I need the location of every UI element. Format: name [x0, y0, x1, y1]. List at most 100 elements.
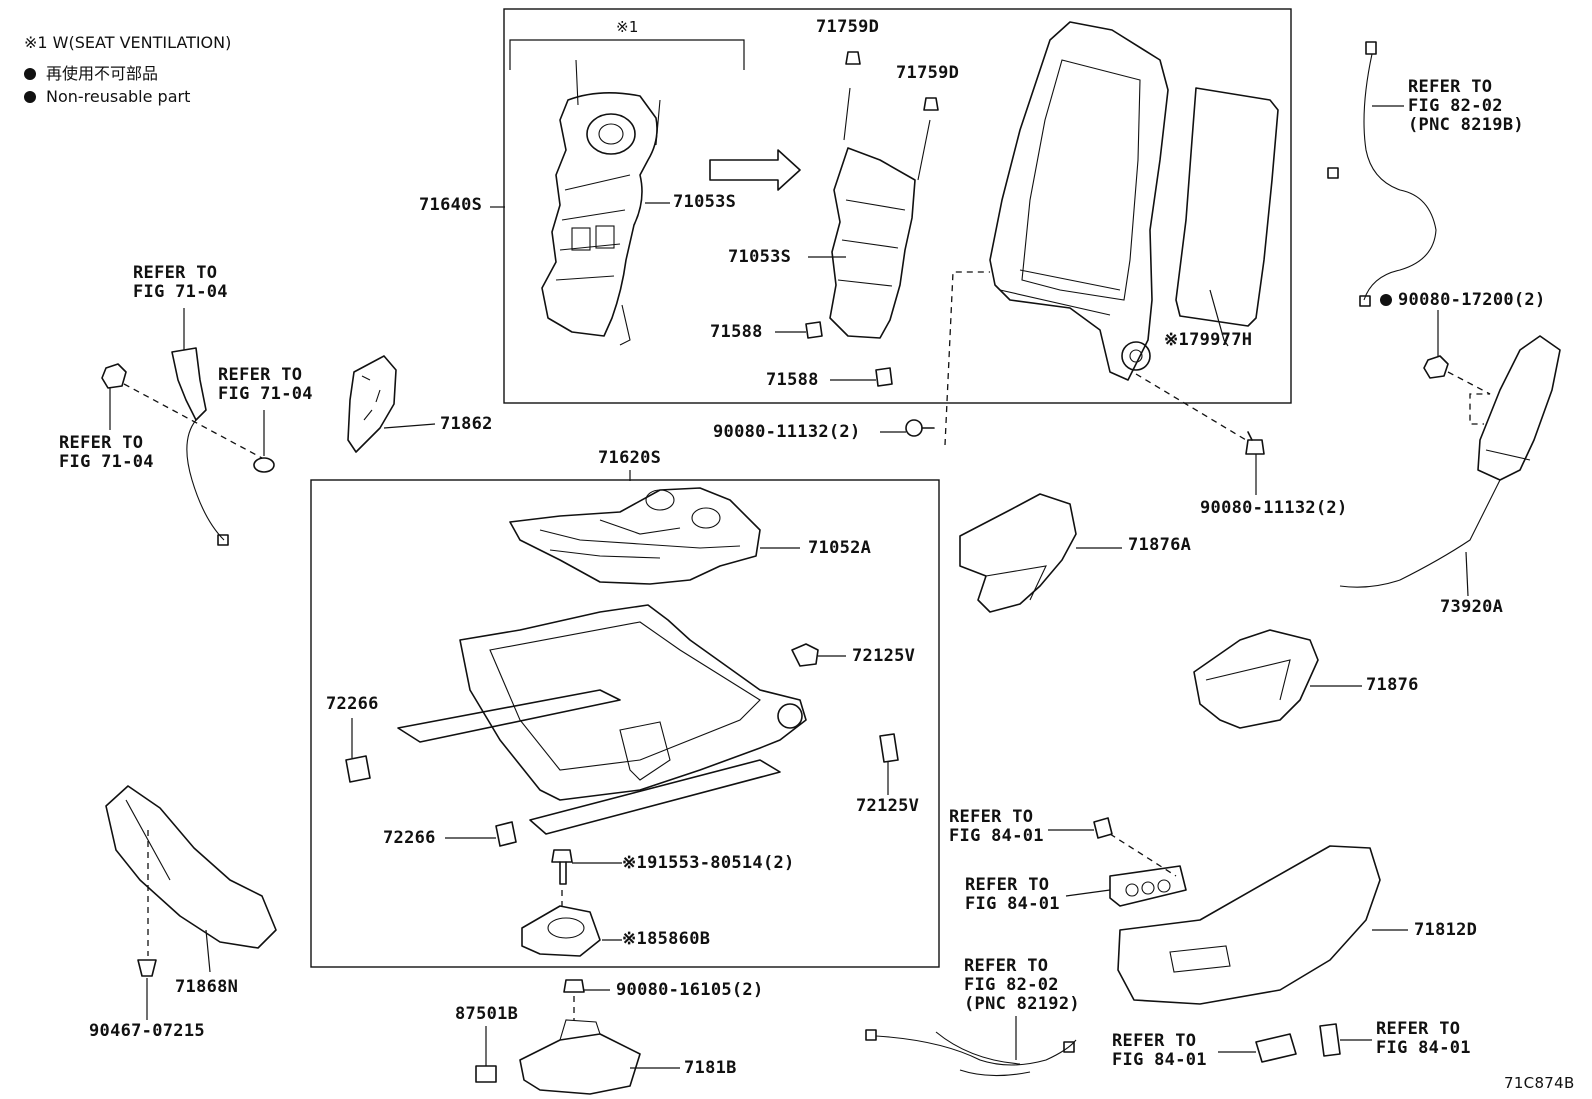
part-71812D-shield	[1117, 845, 1381, 1005]
part-79977H-pad	[1175, 87, 1279, 327]
part-harness-8219B	[1327, 41, 1437, 307]
nut-90080-17200	[1423, 355, 1449, 379]
ref-line: FIG 84-01	[949, 826, 1044, 846]
ref-line: FIG 82-02	[1408, 96, 1503, 116]
ref-line: REFER TO	[949, 807, 1034, 827]
label-79977H: ※179977H	[1164, 330, 1253, 350]
ref-fig-84-01-d: REFER TO FIG 84-01	[1376, 1020, 1471, 1058]
ref-line: REFER TO	[1408, 77, 1493, 97]
leader-71868N	[205, 929, 211, 973]
part-71876-cover	[1193, 629, 1319, 729]
part-73920A-airbag	[1339, 335, 1561, 588]
bolt-90080-11132-b	[1245, 431, 1265, 455]
ref-line: (PNC 82192)	[964, 994, 1080, 1014]
label-73920A: 73920A	[1440, 597, 1504, 617]
label-90080-11132-a: 90080-11132(2)	[713, 422, 861, 442]
part-71053S-ventilation-panel	[541, 59, 661, 346]
legend-note1: ※1 W(SEAT VENTILATION)	[24, 33, 232, 52]
clip-71588-b	[875, 367, 893, 387]
clip-71759D-a	[845, 51, 861, 65]
ref-fig-82-02-top: REFER TO FIG 82-02 (PNC 8219B)	[1408, 78, 1524, 135]
nut-left	[101, 363, 127, 389]
label-91553: ※191553-80514(2)	[622, 853, 795, 873]
ref-line: REFER TO	[1376, 1019, 1461, 1039]
part-71876A-cover	[959, 493, 1077, 613]
part-71053S-panel-b	[829, 87, 931, 339]
ref-line: REFER TO	[133, 263, 218, 283]
seatback-group-box	[503, 8, 1292, 404]
legend-nonreusable: Non-reusable part	[24, 87, 190, 106]
label-71620S: 71620S	[598, 448, 662, 468]
label-90080-17200: 90080-17200(2)	[1398, 290, 1546, 310]
ref-fig-71-04-left: REFER TO FIG 71-04	[59, 434, 154, 472]
ref-line: REFER TO	[59, 433, 144, 453]
label-90080-16105: 90080-16105(2)	[616, 980, 764, 1000]
ref-line: REFER TO	[218, 365, 303, 385]
label-72266-b: 72266	[383, 828, 436, 848]
dash-left	[123, 383, 263, 459]
label-71053S-a: 71053S	[673, 192, 737, 212]
ref-line: REFER TO	[965, 875, 1050, 895]
label-85860B: ※185860B	[622, 929, 711, 949]
dash-bolt-b	[1135, 373, 1247, 441]
label-7181B: 7181B	[684, 1058, 737, 1078]
part-belt-buckle-harness	[171, 347, 229, 546]
label-note1-bracket: ※1	[616, 18, 639, 36]
label-71588-a: 71588	[710, 322, 763, 342]
ref-line: FIG 84-01	[1112, 1050, 1207, 1070]
label-71876A: 71876A	[1128, 535, 1192, 555]
part-85860B-motor	[521, 905, 601, 957]
clip-72125V-b	[879, 733, 899, 763]
ref-fig-84-01-c: REFER TO FIG 84-01	[1112, 1032, 1207, 1070]
ref-fig-82-02-bot: REFER TO FIG 82-02 (PNC 82192)	[964, 957, 1080, 1014]
clip-71759D-b	[923, 97, 939, 111]
nonreusable-mark-90080-17200	[1380, 294, 1392, 306]
bolt-90080-11132-a	[905, 419, 935, 437]
ref-line: REFER TO	[1112, 1031, 1197, 1051]
label-71640S: 71640S	[419, 195, 483, 215]
label-71876: 71876	[1366, 675, 1419, 695]
bolt-91553	[551, 849, 573, 885]
label-71862: 71862	[440, 414, 493, 434]
ref-fig-71-04-mid: REFER TO FIG 71-04	[218, 366, 313, 404]
ref-line: FIG 84-01	[1376, 1038, 1471, 1058]
ref-fig-84-01-b: REFER TO FIG 84-01	[965, 876, 1060, 914]
legend-jp-text: 再使用不可部品	[46, 64, 159, 83]
direction-arrow	[709, 149, 801, 191]
label-71588-b: 71588	[766, 370, 819, 390]
label-72125V-a: 72125V	[852, 646, 916, 666]
legend-nonreusable-text: Non-reusable part	[46, 87, 191, 106]
ref-line: FIG 71-04	[59, 452, 154, 472]
clip-72266-a	[345, 755, 371, 783]
ref-line: FIG 71-04	[133, 282, 228, 302]
ref-fig-84-01-a: REFER TO FIG 84-01	[949, 808, 1044, 846]
clip-71588-a	[805, 321, 823, 339]
part-71052A-spring	[509, 487, 761, 585]
part-seatback-frame	[989, 21, 1169, 381]
bolt-84-01	[1093, 817, 1113, 839]
part-cushion-frame	[397, 604, 807, 835]
part-seat-switch	[1109, 865, 1187, 907]
knob-84-01-c	[1255, 1033, 1297, 1063]
label-72266-a: 72266	[326, 694, 379, 714]
part-87501B	[475, 1065, 497, 1083]
note1-bracket	[509, 39, 745, 70]
label-71759D-a: 71759D	[816, 17, 880, 37]
knob-84-01-d	[1319, 1023, 1341, 1057]
leader-79977H	[1209, 289, 1229, 347]
cushion-frame-group-box	[310, 479, 940, 968]
washer-left	[253, 457, 275, 473]
label-71759D-b: 71759D	[896, 63, 960, 83]
part-7181B-bracket	[519, 1019, 641, 1095]
label-71053S-b: 71053S	[728, 247, 792, 267]
part-harness-82192	[865, 1029, 1077, 1077]
part-71862-cover	[347, 355, 397, 453]
ref-line: (PNC 8219B)	[1408, 115, 1524, 135]
label-71868N: 71868N	[175, 977, 239, 997]
legend-jp: 再使用不可部品	[24, 60, 158, 84]
ref-line: REFER TO	[964, 956, 1049, 976]
label-90467: 90467-07215	[89, 1021, 205, 1041]
ref-line: FIG 84-01	[965, 894, 1060, 914]
label-90080-11132-b: 90080-11132(2)	[1200, 498, 1348, 518]
